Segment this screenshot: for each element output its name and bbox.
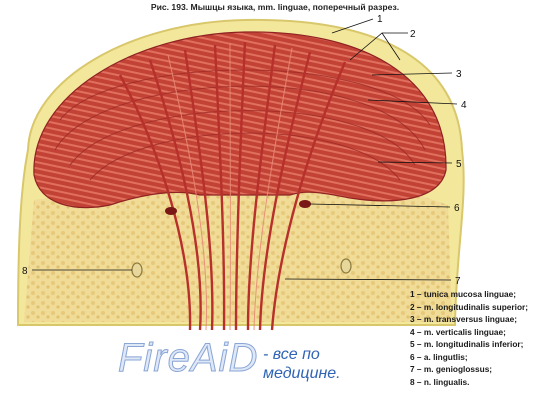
callout-7: 7 — [455, 276, 461, 287]
watermark-tagline: - все по медицине. — [263, 345, 403, 383]
legend-item: 3 – m. transversus linguae; — [410, 314, 517, 324]
legend-item: 1 – tunica mucosa linguae; — [410, 289, 517, 299]
callout-1: 1 — [377, 14, 383, 25]
transverse-fibres — [54, 69, 431, 181]
leader-lines — [32, 18, 458, 281]
callout-8: 8 — [22, 266, 28, 277]
lingual-nerve-left — [131, 262, 143, 278]
callout-5: 5 — [456, 159, 462, 170]
lingual-artery-right — [299, 200, 311, 208]
lingual-nerve-right — [340, 258, 352, 274]
genioglossus-fibres — [118, 41, 347, 331]
watermark-tagline-line-2: медицине. — [263, 365, 341, 382]
watermark-brand: FireAiD — [117, 336, 259, 381]
muscle-dome — [33, 31, 447, 209]
legend-item: 4 – m. verticalis linguae; — [410, 326, 506, 337]
lingual-artery-left — [165, 207, 177, 215]
callout-4: 4 — [461, 100, 467, 111]
legend-item: 8 – n. lingualis. — [410, 376, 470, 387]
figure-legend: 1 – tunica mucosa linguae; 2 – m. longit… — [410, 288, 548, 388]
legend-item: 6 – a. lingutlis; — [410, 351, 468, 362]
legend-item: 7 – m. genioglossus; — [410, 364, 493, 374]
figure-caption: Рис. 193. Мышцы языка, mm. linguae, попе… — [150, 2, 400, 12]
callout-2: 2 — [410, 29, 416, 40]
callout-3: 3 — [456, 69, 462, 80]
callout-6: 6 — [454, 203, 460, 214]
watermark-tagline-line-1: - все по — [263, 346, 320, 363]
legend-item: 2 – m. longitudinalis superior; — [410, 301, 529, 312]
legend-item: 5 – m. longitudinalis inferior; — [410, 339, 524, 349]
